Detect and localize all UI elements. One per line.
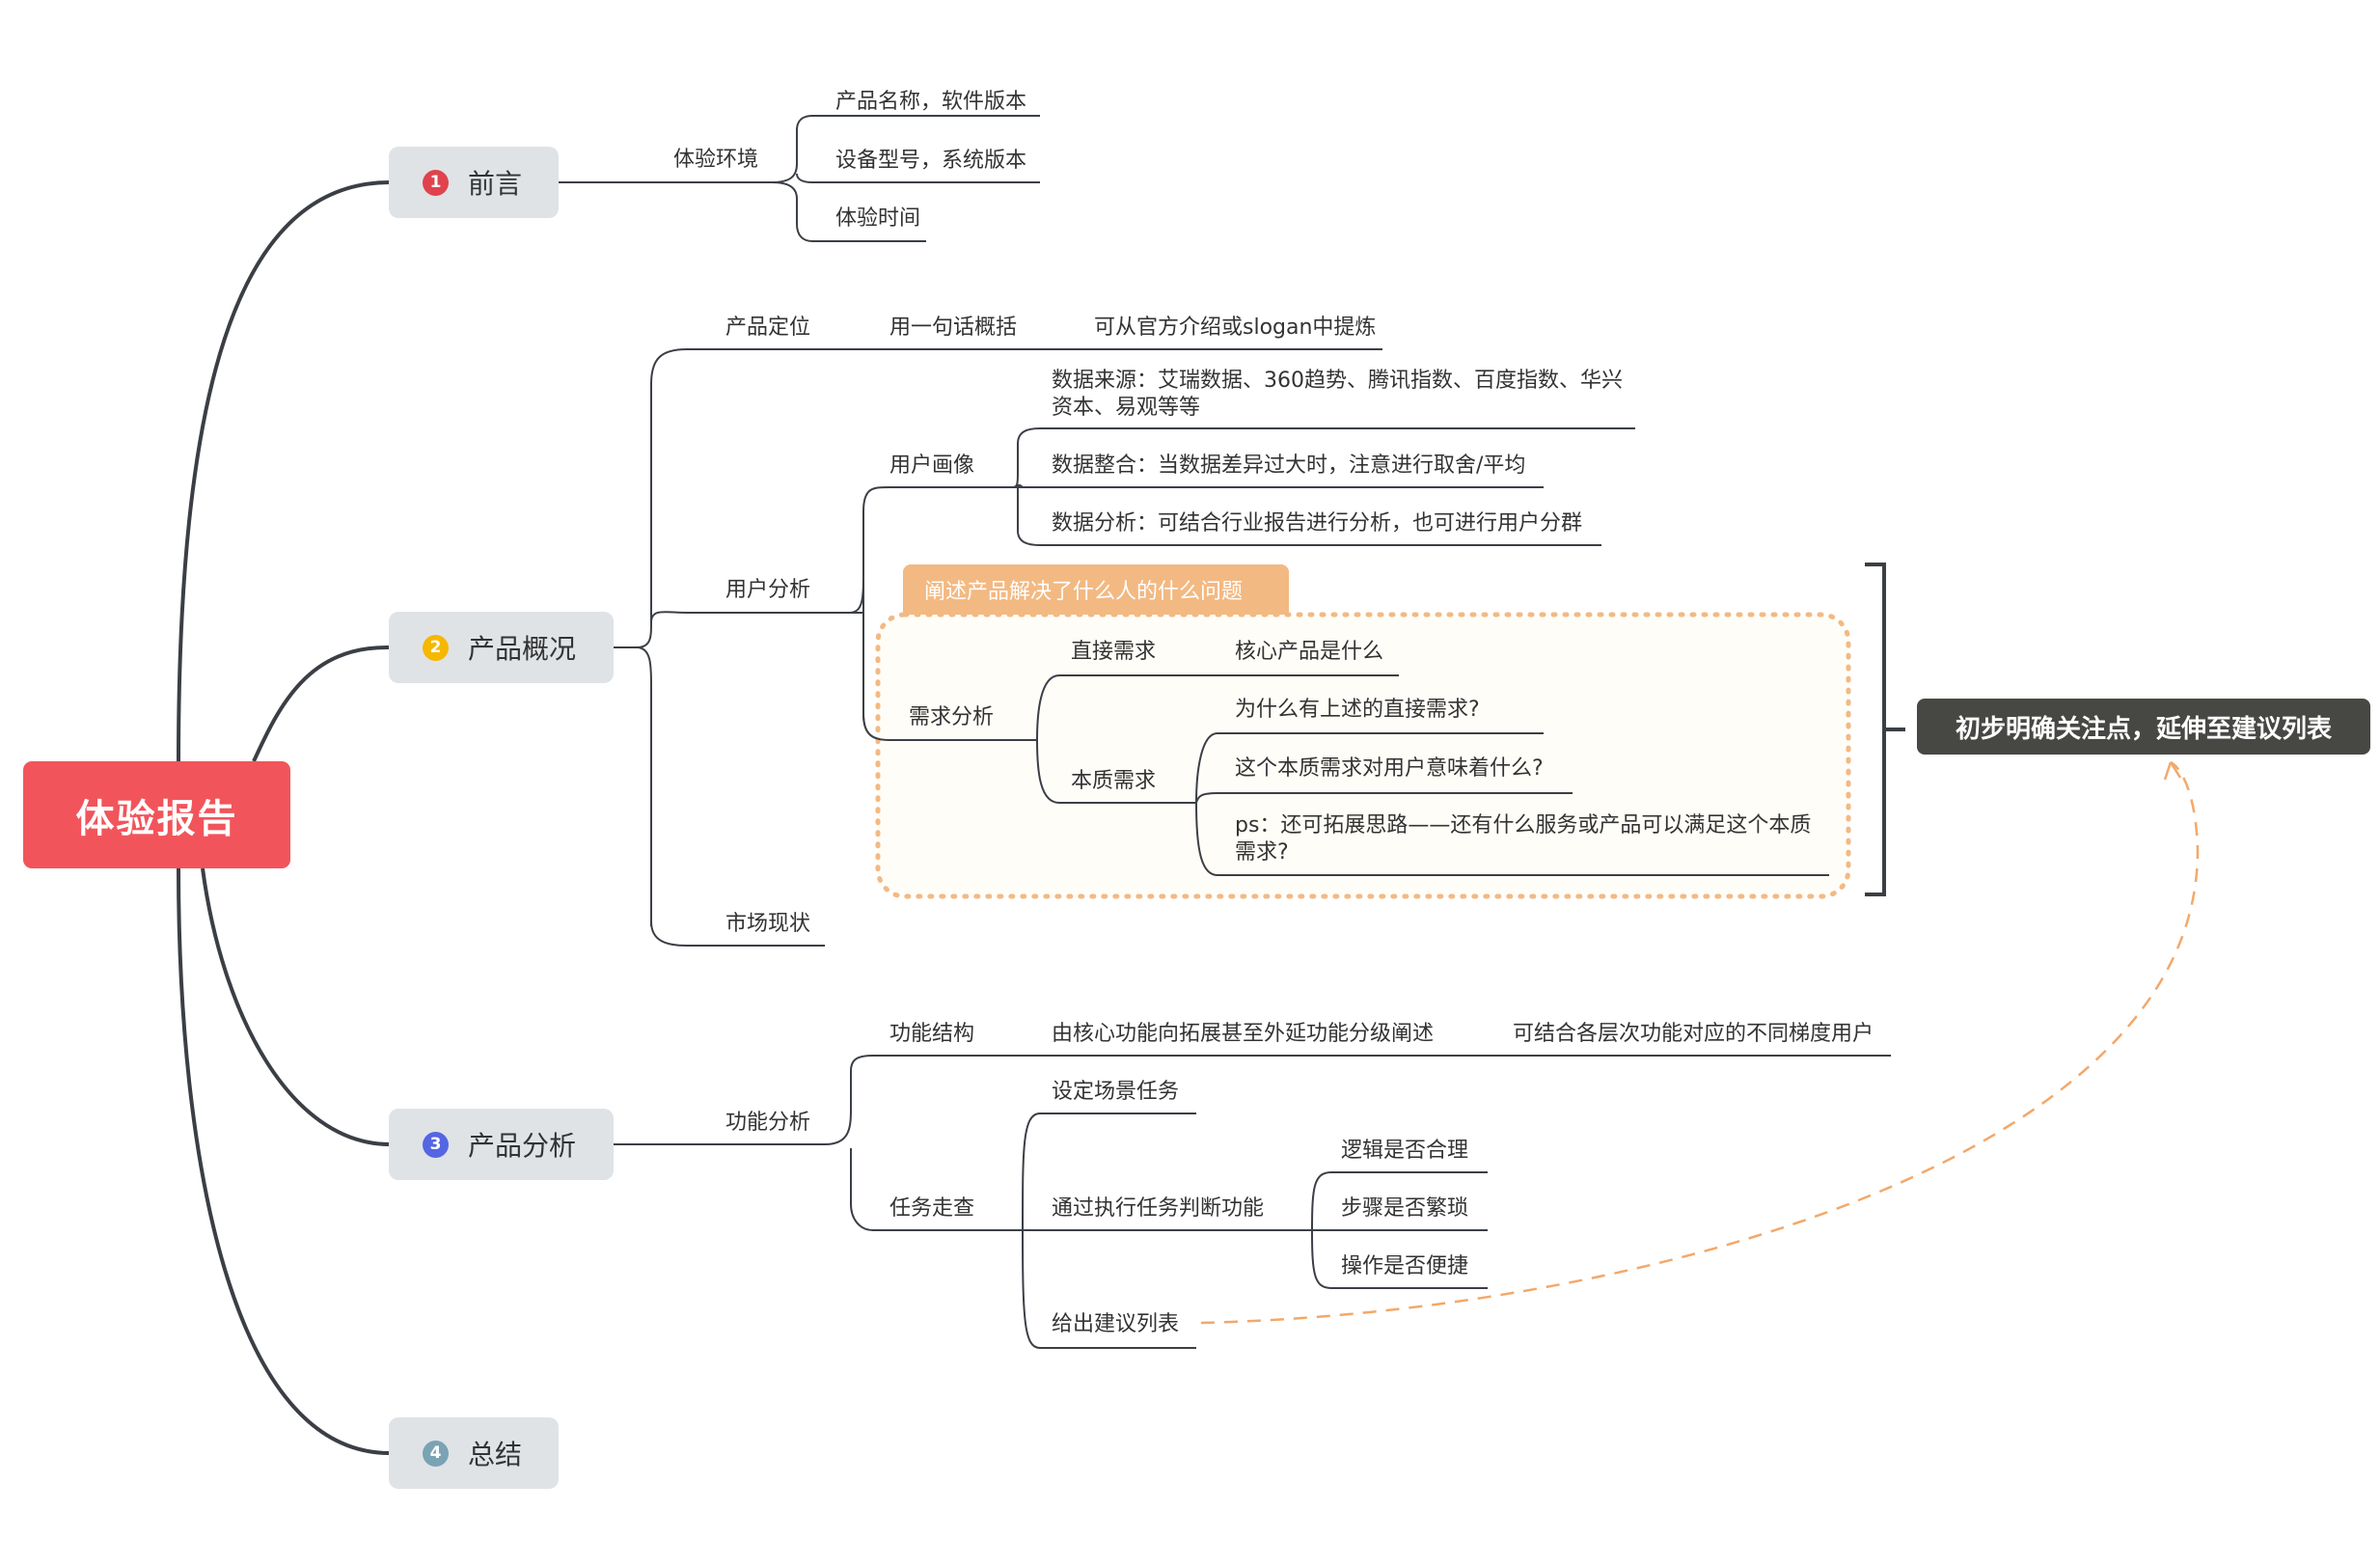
node-hint[interactable]: 可从官方介绍或slogan中提炼: [1094, 316, 1377, 340]
node-function-analysis[interactable]: 功能分析: [725, 1111, 811, 1135]
node-judge-item[interactable]: 步骤是否繁琐: [1341, 1196, 1469, 1221]
callout-label: 初步明确关注点，延伸至建议列表: [1955, 714, 2332, 744]
branch-label: 产品概况: [468, 633, 577, 665]
node-essential-item[interactable]: 为什么有上述的直接需求?: [1235, 698, 1480, 722]
demand-tag-label: 阐述产品解决了什么人的什么问题: [924, 580, 1244, 604]
node-env[interactable]: 体验环境: [673, 148, 759, 172]
node-essential-item[interactable]: 这个本质需求对用户意味着什么?: [1235, 756, 1544, 781]
root-label: 体验报告: [75, 796, 238, 841]
node-direct-demand[interactable]: 直接需求: [1071, 640, 1157, 664]
node-direct-item[interactable]: 核心产品是什么: [1235, 640, 1384, 664]
node-user-analysis[interactable]: 用户分析: [725, 578, 811, 602]
node-positioning[interactable]: 产品定位: [725, 316, 811, 340]
node-structure[interactable]: 功能结构: [889, 1022, 975, 1046]
node-portrait[interactable]: 用户画像: [889, 453, 975, 478]
demand-tag: 阐述产品解决了什么人的什么问题: [903, 564, 1289, 615]
node-demand[interactable]: 需求分析: [909, 705, 995, 729]
branch-label: 总结: [468, 1439, 523, 1470]
node-suggest[interactable]: 给出建议列表: [1052, 1312, 1180, 1336]
node-env-item[interactable]: 产品名称，软件版本: [835, 90, 1027, 114]
number-1-icon: 1: [423, 169, 449, 196]
branch-summary[interactable]: 4 总结: [389, 1417, 559, 1489]
node-portrait-item[interactable]: 数据来源：艾瑞数据、360趋势、腾讯指数、百度指数、华兴资本、易观等等: [1052, 369, 1623, 420]
node-walkthrough[interactable]: 任务走查: [889, 1196, 975, 1221]
branch-label: 前言: [468, 168, 523, 200]
number-3-icon: 3: [423, 1131, 449, 1158]
number-2-icon: 2: [423, 634, 449, 661]
node-essential-item[interactable]: ps：还可拓展思路——还有什么服务或产品可以满足这个本质需求?: [1235, 813, 1812, 865]
branch-preface[interactable]: 1 前言: [389, 147, 559, 218]
branch-label: 产品分析: [468, 1130, 577, 1162]
node-essential-demand[interactable]: 本质需求: [1071, 769, 1157, 793]
branch-overview[interactable]: 2 产品概况: [389, 612, 614, 683]
node-scenario[interactable]: 设定场景任务: [1052, 1080, 1180, 1104]
node-structure-item[interactable]: 由核心功能向拓展甚至外延功能分级阐述: [1052, 1022, 1435, 1046]
callout-node[interactable]: 初步明确关注点，延伸至建议列表: [1917, 699, 2370, 755]
node-env-item[interactable]: 体验时间: [835, 206, 921, 231]
root-node[interactable]: 体验报告: [23, 761, 290, 868]
number-4-icon: 4: [423, 1440, 449, 1467]
node-judge-item[interactable]: 逻辑是否合理: [1341, 1139, 1469, 1163]
node-judge-item[interactable]: 操作是否便捷: [1341, 1254, 1469, 1278]
node-env-item[interactable]: 设备型号，系统版本: [835, 149, 1027, 173]
node-judge[interactable]: 通过执行任务判断功能: [1052, 1196, 1265, 1221]
node-structure-hint[interactable]: 可结合各层次功能对应的不同梯度用户: [1513, 1022, 1874, 1046]
node-portrait-item[interactable]: 数据分析：可结合行业报告进行分析，也可进行用户分群: [1052, 511, 1583, 536]
node-market[interactable]: 市场现状: [725, 912, 811, 936]
node-portrait-item[interactable]: 数据整合：当数据差异过大时，注意进行取舍/平均: [1052, 453, 1526, 478]
node-summary[interactable]: 用一句话概括: [889, 316, 1018, 340]
branch-analysis[interactable]: 3 产品分析: [389, 1109, 614, 1180]
